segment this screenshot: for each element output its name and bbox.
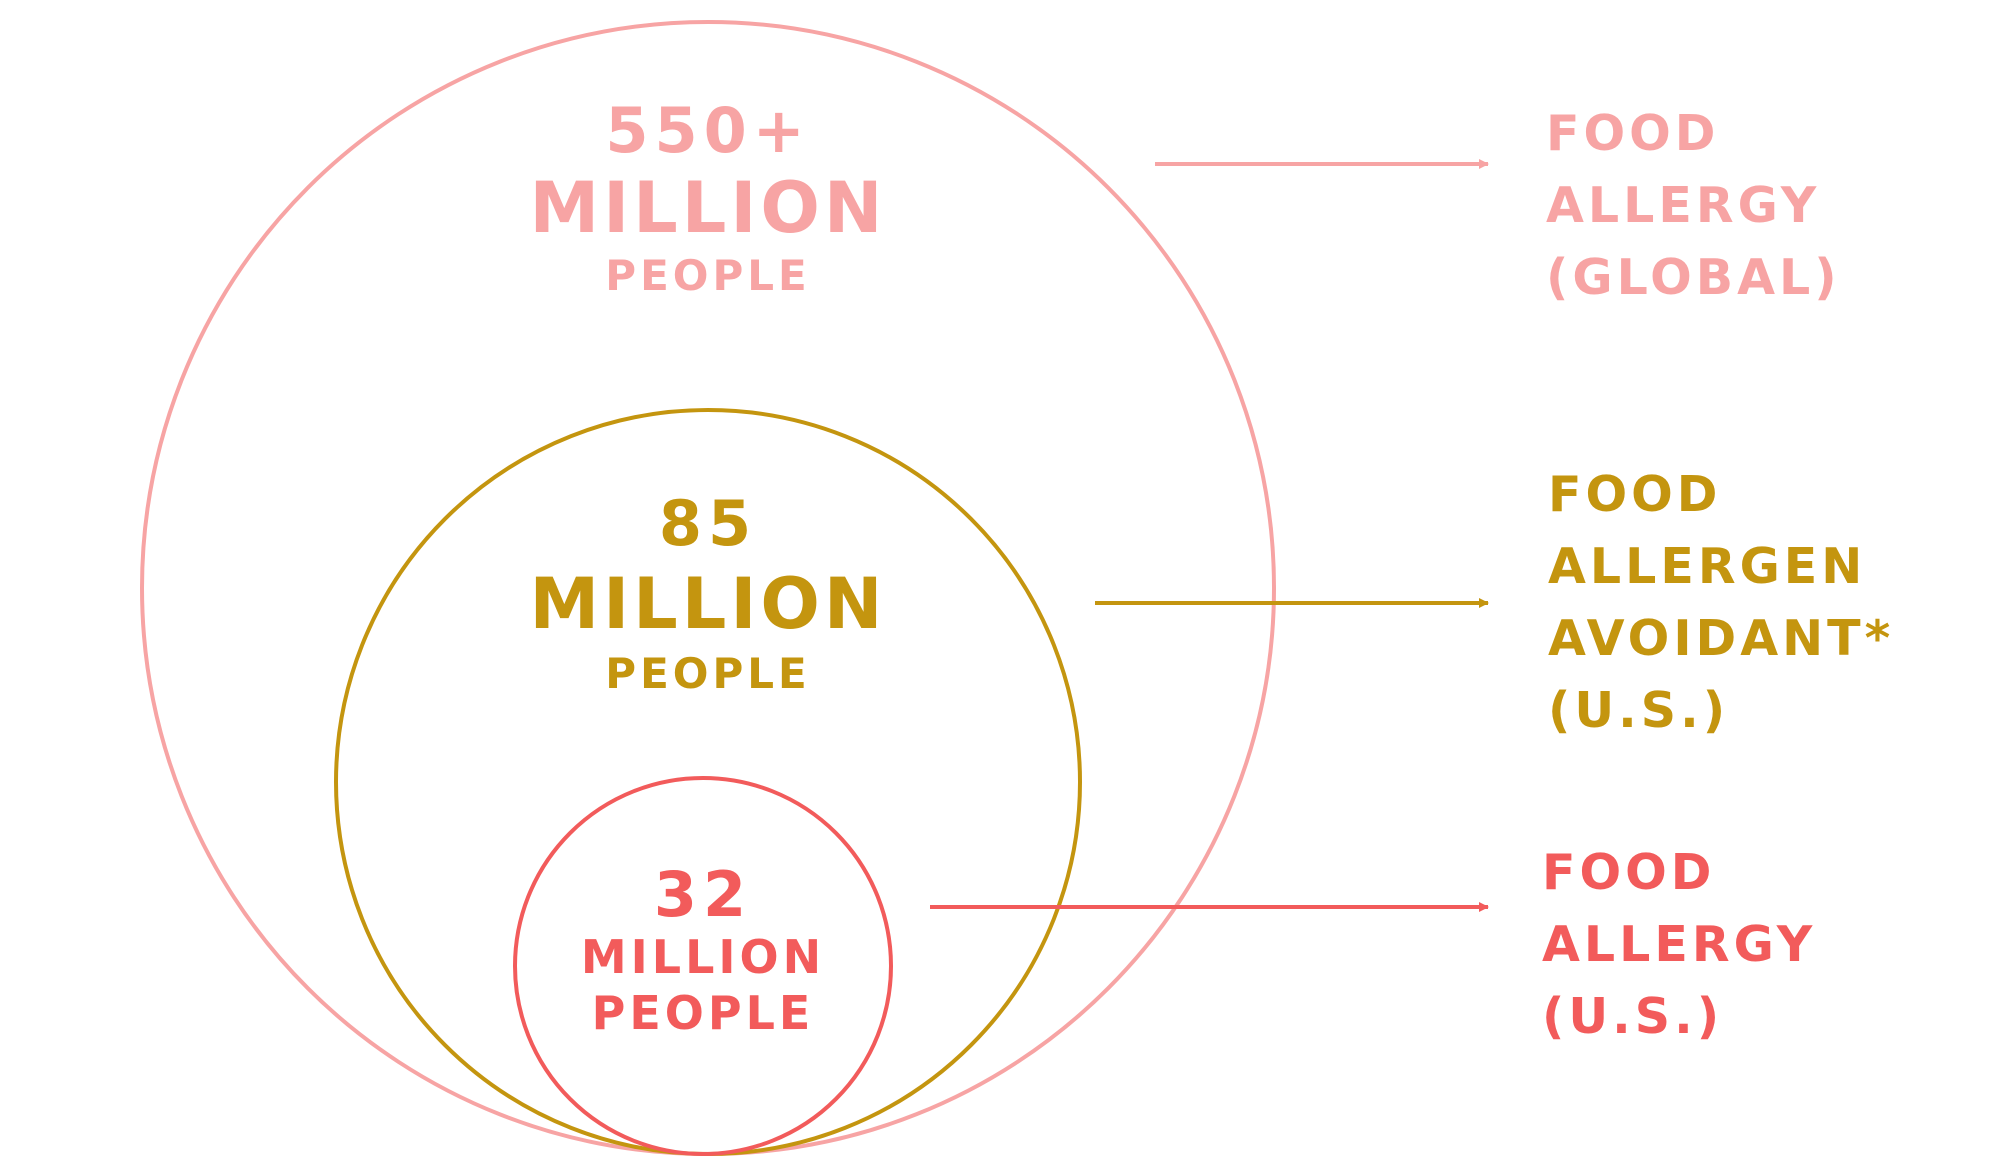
avoidant-label-line-1: FOOD	[1548, 466, 1721, 523]
us-label-line-1: FOOD	[1542, 844, 1715, 901]
global-number: 550+	[605, 94, 810, 167]
us-label-line-3: (U.S.)	[1542, 988, 1723, 1045]
global-label-line-3: (GLOBAL)	[1546, 249, 1841, 306]
us-label-line-2: ALLERGY	[1542, 916, 1816, 973]
us-allergy-circle	[513, 776, 893, 1156]
us-people: PEOPLE	[592, 986, 815, 1040]
avoidant-million: MILLION	[529, 563, 886, 645]
avoidant-label-line-3: AVOIDANT*	[1548, 610, 1894, 667]
us-number: 32	[654, 858, 752, 931]
us-million: MILLION	[581, 930, 825, 984]
global-label-line-2: ALLERGY	[1546, 177, 1820, 234]
avoidant-people: PEOPLE	[605, 649, 810, 698]
avoidant-number: 85	[659, 487, 757, 560]
avoidant-label-line-2: ALLERGEN	[1548, 538, 1866, 595]
global-label-line-1: FOOD	[1546, 105, 1719, 162]
global-million: MILLION	[529, 167, 886, 249]
global-people: PEOPLE	[605, 251, 810, 300]
avoidant-label-line-4: (U.S.)	[1548, 682, 1729, 739]
